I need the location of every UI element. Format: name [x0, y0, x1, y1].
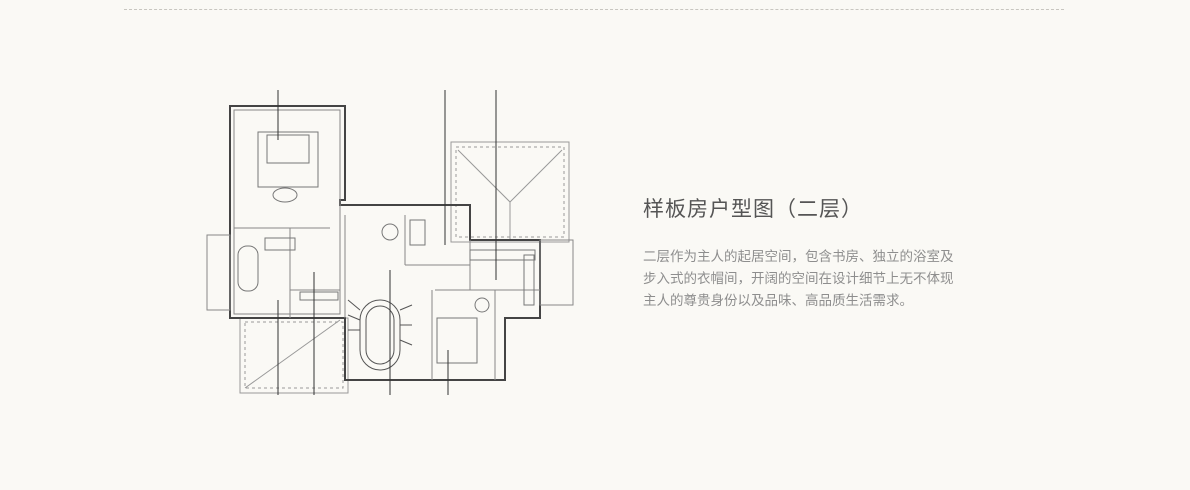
- section-description: 二层作为主人的起居空间，包含书房、独立的浴室及 步入式的衣帽间，开阔的空间在设计…: [643, 246, 983, 312]
- spiral-staircase: [347, 299, 413, 371]
- roof-terrace-bottom-left: [239, 317, 349, 394]
- roof-terrace-right: [450, 141, 570, 243]
- floor-plan-second-floor: [206, 90, 574, 395]
- section-title: 样板房户型图（二层）: [643, 197, 863, 221]
- inner-walls: [206, 109, 574, 380]
- description-line: 步入式的衣帽间，开阔的空间在设计细节上无不体现: [643, 271, 954, 287]
- leader-lines: [277, 90, 497, 395]
- furniture: [237, 131, 536, 364]
- description-line: 主人的尊贵身份以及品味、高品质生活需求。: [643, 293, 913, 309]
- dashed-divider: [124, 9, 1064, 10]
- description-line: 二层作为主人的起居空间，包含书房、独立的浴室及: [643, 249, 954, 265]
